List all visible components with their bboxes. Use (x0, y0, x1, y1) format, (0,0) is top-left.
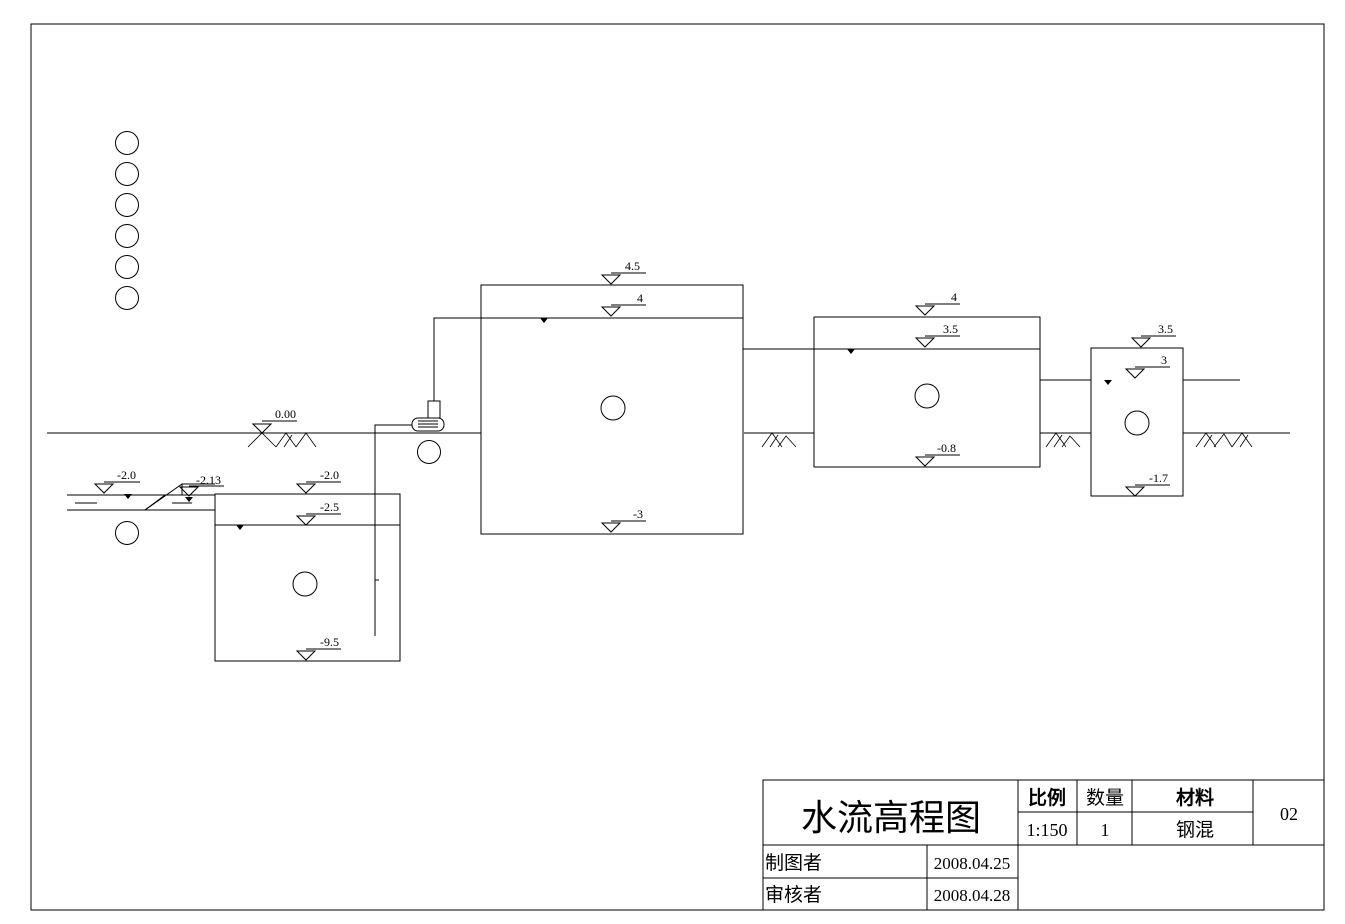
soil-hatching (247, 432, 1253, 448)
tank-1-water-marker: -2.5 (295, 500, 341, 526)
inlet-level-marker-2: -2.13 (178, 473, 224, 502)
tank-4 (1090, 347, 1240, 497)
tank-1-top-marker: -2.0 (295, 468, 341, 494)
svg-text:-0.8: -0.8 (937, 441, 956, 455)
legend-callouts (115, 131, 139, 310)
svg-text:4.5: 4.5 (625, 259, 640, 273)
svg-text:-2.5: -2.5 (320, 500, 339, 514)
quantity-value: 1 (1101, 820, 1110, 840)
title-block: 水流高程图 比例 数量 材料 1:150 1 钢混 02 制图者 2008.04… (762, 779, 1325, 911)
tank-1 (214, 493, 401, 662)
reviewer-label: 审核者 (765, 884, 822, 906)
scale-header: 比例 (1028, 786, 1066, 809)
material-header: 材料 (1176, 786, 1214, 809)
tank-3-water-marker: 3.5 (914, 322, 960, 348)
quantity-header: 数量 (1086, 787, 1124, 809)
tank-2-water-marker: 4 (600, 291, 646, 317)
tank-2-top-marker: 4.5 (600, 259, 646, 285)
svg-text:-3: -3 (633, 507, 643, 521)
tank-3 (813, 316, 1041, 468)
tank-2-bottom-marker: -3 (600, 507, 646, 533)
svg-text:4: 4 (637, 291, 643, 305)
tank-4-top-marker: 3.5 (1130, 322, 1176, 348)
tank-1-bottom-marker: -9.5 (295, 635, 341, 661)
drafter-label: 制图者 (765, 852, 822, 874)
drawing-frame (30, 23, 1325, 911)
ground-level-label: 0.00 (275, 407, 296, 421)
svg-text:3: 3 (1161, 353, 1167, 367)
svg-text:-1.7: -1.7 (1149, 471, 1168, 485)
drafter-date: 2008.04.25 (934, 854, 1011, 873)
drawing-number: 02 (1280, 804, 1298, 824)
material-value: 钢混 (1176, 819, 1214, 841)
pump-pipe (374, 317, 481, 636)
reviewer-date: 2008.04.28 (934, 886, 1011, 905)
inlet-level-marker-1: -2.0 (93, 468, 140, 499)
scale-value: 1:150 (1026, 820, 1067, 840)
tank-4-bottom-marker: -1.7 (1124, 471, 1170, 497)
tank-3-bottom-marker: -0.8 (914, 441, 960, 467)
svg-text:-2.0: -2.0 (320, 468, 339, 482)
svg-text:-9.5: -9.5 (320, 635, 339, 649)
svg-text:4: 4 (951, 290, 957, 304)
tank-2 (480, 284, 744, 535)
svg-text:-2.0: -2.0 (117, 468, 136, 482)
svg-text:3.5: 3.5 (943, 322, 958, 336)
tank-4-water-marker: 3 (1124, 353, 1170, 379)
inlet-channel (67, 483, 215, 545)
svg-text:3.5: 3.5 (1158, 322, 1173, 336)
svg-text:-2.13: -2.13 (196, 473, 221, 487)
tank-3-top-marker: 4 (914, 290, 960, 316)
ground-level-marker: 0.00 (251, 407, 297, 434)
drawing-title: 水流高程图 (801, 798, 981, 839)
